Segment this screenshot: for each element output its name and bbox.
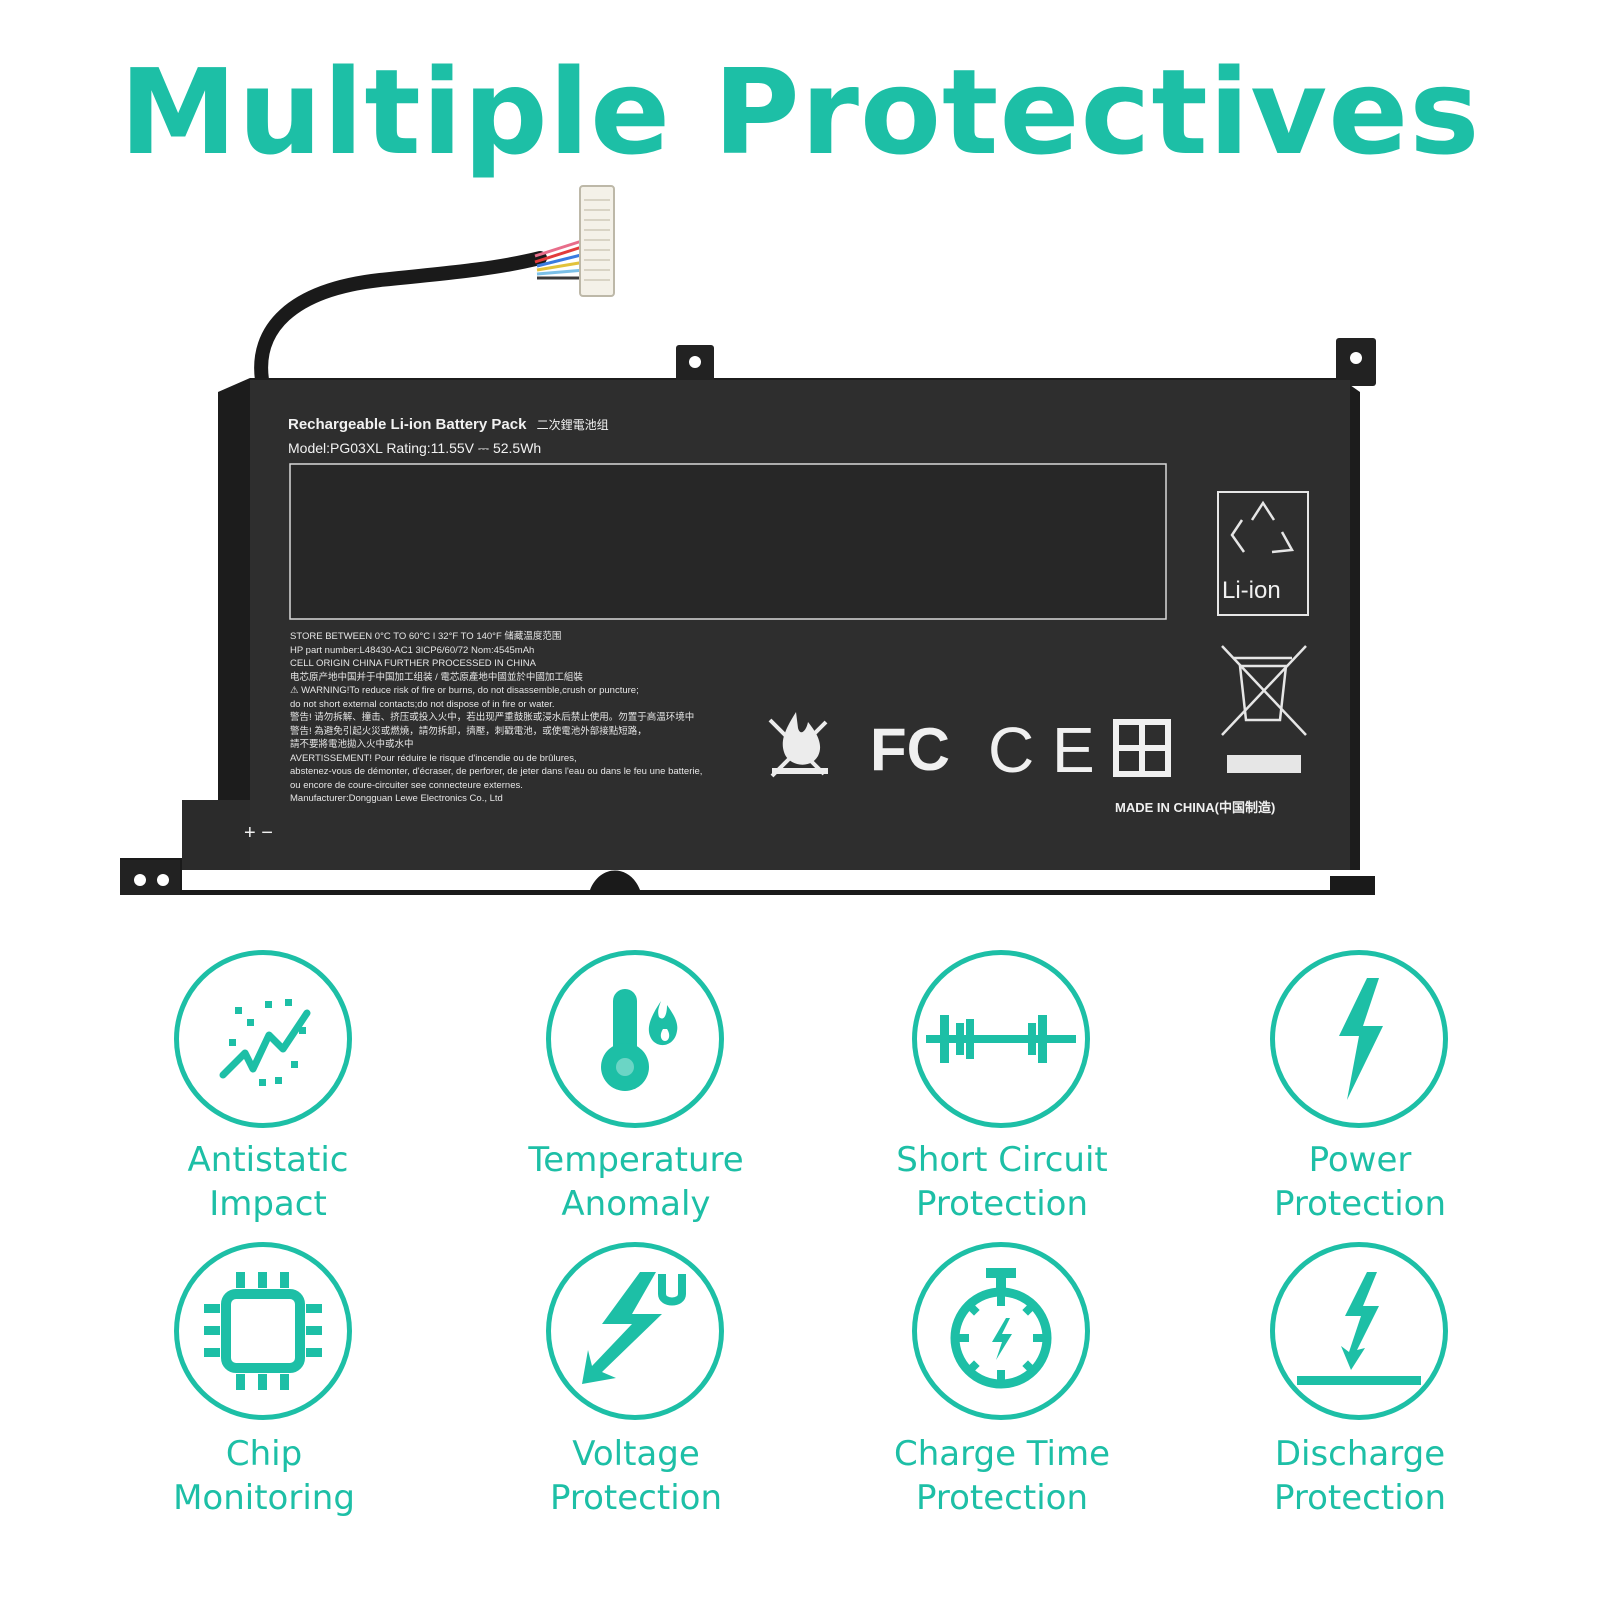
feature-label-line1: Chip bbox=[225, 1434, 303, 1474]
feature-label-line2: Protection bbox=[915, 1478, 1088, 1518]
feature-label-line2: Anomaly bbox=[561, 1184, 711, 1224]
svg-text:FC: FC bbox=[870, 716, 950, 783]
fine-print-line: CELL ORIGIN CHINA FURTHER PROCESSED IN C… bbox=[290, 658, 536, 669]
fine-print-line: 請不要將電池拋入火中或水中 bbox=[290, 739, 414, 750]
battery-pack-image: FC C E bbox=[110, 180, 1400, 900]
page-title: Multiple Protectives bbox=[119, 43, 1481, 181]
short-circuit-icon bbox=[912, 950, 1090, 1128]
feature-label-line1: Temperature bbox=[528, 1140, 744, 1180]
stopwatch-bolt-icon bbox=[912, 1242, 1090, 1420]
polarity-marks: + − bbox=[244, 822, 273, 844]
fine-print-line: abstenez-vous de démonter, d'écraser, de… bbox=[290, 766, 703, 777]
fine-print-line: 警告! 请勿拆解、撞击、挤压或投入火中，若出现严重鼓胀或浸水后禁止使用。勿置于高… bbox=[290, 712, 695, 723]
thermometer-flame-icon bbox=[546, 950, 724, 1128]
antistatic-icon bbox=[174, 950, 352, 1128]
feature-label-line2: Monitoring bbox=[173, 1478, 355, 1518]
feature-label-line1: Power bbox=[1308, 1140, 1412, 1180]
feature-label: Chip Monitoring bbox=[104, 1432, 424, 1520]
fine-print-line: ⚠ WARNING!To reduce risk of fire or burn… bbox=[290, 685, 639, 696]
feature-label-line2: Protection bbox=[1273, 1184, 1446, 1224]
feature-label-line1: Voltage bbox=[572, 1434, 700, 1474]
li-ion-recycle-label: Li-ion bbox=[1222, 577, 1281, 604]
feature-label: Charge Time Protection bbox=[842, 1432, 1162, 1520]
feature-label: Power Protection bbox=[1200, 1138, 1520, 1226]
battery-fine-print: STORE BETWEEN 0°C TO 60°C I 32°F TO 140°… bbox=[290, 630, 750, 806]
fine-print-line: 电芯原产地中国并于中国加工组装 / 電芯原產地中國並於中國加工組裝 bbox=[290, 671, 583, 683]
fine-print-line: STORE BETWEEN 0°C TO 60°C I 32°F TO 140°… bbox=[290, 631, 562, 642]
battery-heading-cn: 二次鋰電池组 bbox=[536, 418, 609, 432]
feature-label-line2: Protection bbox=[915, 1184, 1088, 1224]
made-in-label: MADE IN CHINA(中国制造) bbox=[1115, 800, 1276, 815]
fine-print-line: AVERTISSEMENT! Pour réduire le risque d'… bbox=[290, 752, 577, 764]
discharge-bolt-icon bbox=[1270, 1242, 1448, 1420]
feature-label-line1: Charge Time bbox=[893, 1434, 1111, 1474]
feature-label: Voltage Protection bbox=[476, 1432, 796, 1520]
battery-heading: Rechargeable Li-ion Battery Pack 二次鋰電池组 bbox=[288, 416, 609, 433]
lightning-bolt-icon bbox=[1270, 950, 1448, 1128]
feature-label-line1: Short Circuit bbox=[896, 1140, 1108, 1180]
feature-label: Short Circuit Protection bbox=[842, 1138, 1162, 1226]
chip-icon bbox=[174, 1242, 352, 1420]
voltage-bolt-icon bbox=[546, 1242, 724, 1420]
feature-label: Antistatic Impact bbox=[108, 1138, 428, 1226]
features-grid: Antistatic Impact Temperature Anomaly bbox=[0, 940, 1600, 1580]
fine-print-line: HP part number:L48430-AC1 3ICP6/60/72 No… bbox=[290, 644, 535, 656]
fine-print-line: do not short external contacts;do not di… bbox=[290, 698, 555, 710]
feature-label-line2: Impact bbox=[209, 1184, 327, 1224]
svg-text:C E: C E bbox=[988, 714, 1095, 786]
feature-label-line2: Protection bbox=[1273, 1478, 1446, 1518]
feature-label-line2: Protection bbox=[549, 1478, 722, 1518]
fine-print-line: ou encore de coure-circuiter see connect… bbox=[290, 779, 523, 791]
feature-label-line1: Antistatic bbox=[187, 1140, 349, 1180]
fine-print-line: Manufacturer:Dongguan Lewe Electronics C… bbox=[290, 793, 503, 804]
feature-label-line1: Discharge bbox=[1274, 1434, 1446, 1474]
feature-label: Temperature Anomaly bbox=[476, 1138, 796, 1226]
fine-print-line: 警告! 為避免引起火災或燃燒，請勿拆卸，擠壓，刺戳電池，或使電池外部接點短路， bbox=[290, 725, 647, 737]
battery-model-rating: Model:PG03XL Rating:11.55V ⎓ 52.5Wh bbox=[288, 440, 542, 456]
feature-label: Discharge Protection bbox=[1200, 1432, 1520, 1520]
